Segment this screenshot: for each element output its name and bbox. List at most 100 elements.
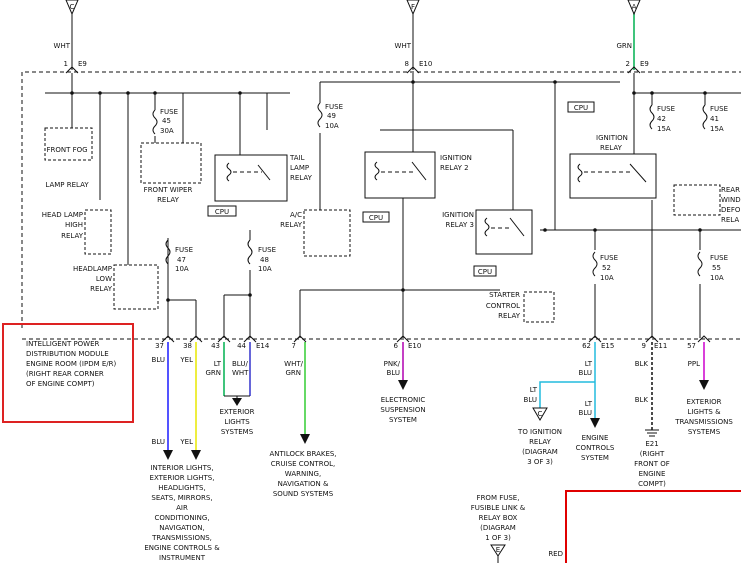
svg-text:EXTERIOR: EXTERIOR	[686, 398, 721, 406]
connector-f-pin: 8	[405, 60, 409, 68]
svg-text:RELAY BOX: RELAY BOX	[479, 514, 518, 522]
svg-text:INSTRUMENT: INSTRUMENT	[159, 554, 206, 562]
svg-text:BLU: BLU	[524, 396, 537, 404]
svg-text:45: 45	[162, 117, 171, 125]
ignition-relay-2: IGNITION RELAY 2	[364, 151, 472, 199]
svg-text:SYSTEM: SYSTEM	[389, 416, 417, 424]
ground-e21-label: BLK E21 (RIGHT FRONT OF ENGINE COMPT)	[634, 396, 670, 488]
svg-text:E15: E15	[601, 342, 614, 350]
svg-text:SOUND SYSTEMS: SOUND SYSTEMS	[273, 490, 334, 498]
svg-text:FUSE: FUSE	[160, 108, 178, 116]
svg-text:INTELLIGENT POWER: INTELLIGENT POWER	[26, 340, 100, 348]
pin-6: 6 E10 PNK/ BLU	[384, 335, 421, 390]
svg-text:E11: E11	[654, 342, 667, 350]
svg-text:BLU: BLU	[579, 369, 592, 377]
pin-38: 38 YEL YEL	[179, 335, 203, 460]
svg-text:TRANSMISSIONS,: TRANSMISSIONS,	[151, 534, 212, 542]
svg-text:10A: 10A	[710, 274, 724, 282]
svg-text:10A: 10A	[325, 122, 339, 130]
svg-text:9: 9	[642, 342, 646, 350]
svg-text:YEL: YEL	[179, 356, 193, 364]
svg-text:CPU: CPU	[369, 214, 383, 222]
svg-text:ELECTRONIC: ELECTRONIC	[381, 396, 426, 404]
svg-text:RED: RED	[548, 550, 563, 558]
svg-text:WARNING,: WARNING,	[285, 470, 321, 478]
svg-text:BLU/: BLU/	[232, 360, 248, 368]
cpu-box-4: CPU	[567, 101, 595, 113]
svg-text:ENGINE: ENGINE	[582, 434, 609, 442]
rear-window-defogger-relay: REAR WIND DEFO RELA	[673, 184, 741, 224]
svg-text:SYSTEMS: SYSTEMS	[688, 428, 721, 436]
svg-text:HEADLAMP: HEADLAMP	[73, 265, 112, 273]
svg-text:AIR: AIR	[176, 504, 188, 512]
ipdm-outline	[21, 71, 741, 328]
svg-text:ANTILOCK BRAKES,: ANTILOCK BRAKES,	[269, 450, 336, 458]
connector-f-conn: E10	[419, 60, 432, 68]
svg-text:CPU: CPU	[574, 104, 588, 112]
svg-text:FUSE: FUSE	[325, 103, 343, 111]
svg-text:OF ENGINE COMPT): OF ENGINE COMPT)	[26, 380, 95, 388]
svg-text:1 OF 3): 1 OF 3)	[485, 534, 511, 542]
svg-text:BLU: BLU	[387, 369, 400, 377]
svg-text:(RIGHT REAR CORNER: (RIGHT REAR CORNER	[26, 370, 104, 378]
connector-c-pin: 1	[64, 60, 68, 68]
electronic-suspension-label: ELECTRONIC SUSPENSION SYSTEM	[380, 396, 425, 424]
svg-text:HEADLIGHTS,: HEADLIGHTS,	[158, 484, 205, 492]
fuse-47: FUSE 47 10A	[165, 239, 193, 273]
interior-lights-label: INTERIOR LIGHTS, EXTERIOR LIGHTS, HEADLI…	[144, 464, 220, 562]
starter-control-relay: STARTER CONTROL RELAY	[486, 291, 555, 323]
svg-text:LAMP RELAY: LAMP RELAY	[45, 181, 89, 189]
connector-a: A GRN 2 E9	[616, 0, 649, 74]
to-ignition-relay: LT BLU C TO IGNITION RELAY (DIAGRAM 3 OF…	[517, 386, 562, 466]
svg-text:BLK: BLK	[635, 396, 649, 404]
svg-text:10A: 10A	[175, 265, 189, 273]
ac-relay: A/C RELAY	[280, 209, 351, 257]
svg-text:GRN: GRN	[205, 369, 221, 377]
svg-text:CPU: CPU	[478, 268, 492, 276]
fuse-42: FUSE 42 15A	[649, 104, 675, 133]
cpu-box-2: CPU	[362, 211, 390, 223]
svg-text:FUSIBLE LINK &: FUSIBLE LINK &	[471, 504, 526, 512]
svg-text:RELAY: RELAY	[290, 174, 313, 182]
svg-text:RELAY: RELAY	[498, 312, 521, 320]
svg-text:FRONT FOG: FRONT FOG	[46, 146, 87, 154]
svg-text:LIGHTS: LIGHTS	[224, 418, 250, 426]
svg-text:38: 38	[183, 342, 192, 350]
front-wiper-relay: FRONT WIPER RELAY	[140, 142, 202, 204]
svg-text:52: 52	[602, 264, 611, 272]
svg-text:FUSE: FUSE	[657, 105, 675, 113]
highlight-box	[2, 323, 134, 423]
internal-wiring	[45, 73, 741, 338]
svg-text:EXTERIOR: EXTERIOR	[219, 408, 254, 416]
svg-text:STARTER: STARTER	[489, 291, 520, 299]
connector-f: F WHT 8 E10	[395, 0, 432, 74]
svg-text:57: 57	[687, 342, 696, 350]
fuse-48: FUSE 48 10A	[247, 239, 276, 273]
connector-c-letter: C	[70, 3, 75, 11]
connector-a-letter: A	[632, 3, 637, 11]
antilock-brakes-label: ANTILOCK BRAKES, CRUISE CONTROL, WARNING…	[269, 450, 336, 498]
svg-text:ENGINE: ENGINE	[639, 470, 666, 478]
svg-text:FRONT OF: FRONT OF	[634, 460, 670, 468]
pin-9: 9 E11 BLK	[635, 335, 667, 437]
svg-text:SYSTEMS: SYSTEMS	[221, 428, 254, 436]
pin-7: 7 WHT/ GRN	[284, 335, 310, 444]
connector-a-pin: 2	[626, 60, 630, 68]
svg-text:37: 37	[155, 342, 164, 350]
svg-text:RELAY 3: RELAY 3	[445, 221, 474, 229]
svg-text:HEAD LAMP: HEAD LAMP	[42, 211, 83, 219]
svg-text:REAR: REAR	[721, 186, 740, 194]
svg-text:FUSE: FUSE	[258, 246, 276, 254]
svg-text:10A: 10A	[600, 274, 614, 282]
svg-text:TO IGNITION: TO IGNITION	[517, 428, 562, 436]
svg-text:PNK/: PNK/	[384, 360, 401, 368]
svg-text:DEFO: DEFO	[721, 206, 741, 214]
svg-text:NAVIGATION,: NAVIGATION,	[159, 524, 204, 532]
connector-a-wire: GRN	[616, 42, 632, 50]
fuse-45: FUSE 45 30A	[152, 108, 178, 135]
svg-text:EXTERIOR LIGHTS,: EXTERIOR LIGHTS,	[150, 474, 215, 482]
svg-text:LT: LT	[214, 360, 222, 368]
svg-text:CONTROL: CONTROL	[486, 302, 520, 310]
svg-text:7: 7	[292, 342, 296, 350]
